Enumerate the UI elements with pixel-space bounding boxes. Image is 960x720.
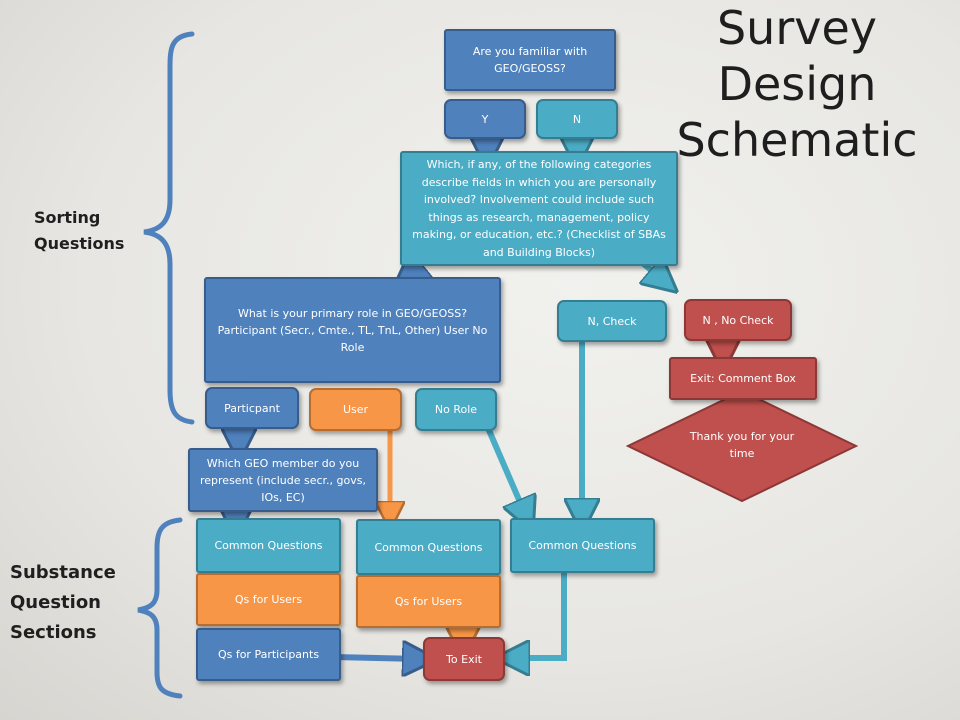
common-questions-box-3: Common Questions: [510, 518, 655, 573]
sorting-brace: [143, 31, 195, 425]
yes-option-box: Y: [444, 99, 526, 139]
substance-sections-label: Substance Question Sections: [10, 562, 116, 643]
participant-option-box: Particpant: [205, 387, 299, 429]
user-option-box: User: [309, 388, 402, 431]
qs-for-users-box-1: Qs for Users: [196, 573, 341, 626]
no-option-box: N: [536, 99, 618, 139]
arrow-common-to-exit: [512, 570, 567, 658]
common-questions-box-2: Common Questions: [356, 519, 501, 575]
common-questions-box-1: Common Questions: [196, 518, 341, 573]
thank-you-label: Thank you for your time: [689, 430, 795, 460]
no-role-option-box: No Role: [415, 388, 497, 431]
familiar-question-box: Are you familiar with GEO/GEOSS?: [444, 29, 616, 91]
arrow-participants-to-exit: [333, 657, 420, 659]
role-question-box: What is your primary role in GEO/GEOSS? …: [204, 277, 501, 383]
sorting-questions-label: Sorting Questions: [34, 208, 125, 253]
n-check-box: N, Check: [557, 300, 667, 342]
categories-question-box: Which, if any, of the following categori…: [400, 151, 678, 266]
title-line-1: Survey Design: [716, 1, 877, 111]
qs-for-users-box-2: Qs for Users: [356, 575, 501, 628]
arrow-norole-to-common: [485, 426, 526, 516]
geo-member-question-box: Which GEO member do you represent (inclu…: [188, 448, 378, 512]
page-title: Survey Design Schematic: [640, 0, 954, 168]
to-exit-box: To Exit: [423, 637, 505, 681]
title-line-2: Schematic: [676, 113, 918, 167]
substance-brace: [137, 517, 183, 699]
thank-you-diamond: [625, 389, 859, 503]
qs-for-participants-box: Qs for Participants: [196, 628, 341, 681]
exit-comment-box: Exit: Comment Box: [669, 357, 817, 400]
n-no-check-box: N , No Check: [684, 299, 792, 341]
